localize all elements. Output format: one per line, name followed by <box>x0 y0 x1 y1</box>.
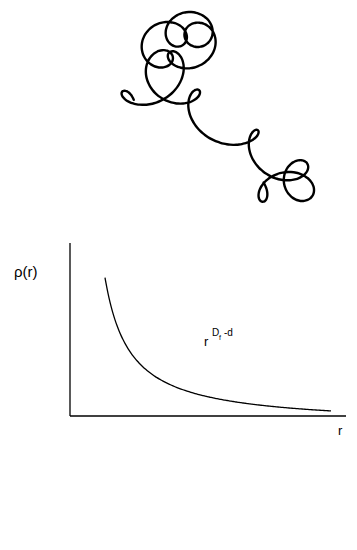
y-axis <box>69 243 70 416</box>
curve-label: -d <box>224 328 233 338</box>
polymer-chain <box>122 12 314 202</box>
axis-label: r <box>338 424 342 437</box>
axis-label: ρ(r) <box>14 264 38 279</box>
curve-label: D <box>212 328 219 338</box>
curve-label: f <box>219 334 221 341</box>
x-axis <box>70 415 346 416</box>
curve-label: r <box>204 335 208 348</box>
density-curve <box>105 278 331 411</box>
